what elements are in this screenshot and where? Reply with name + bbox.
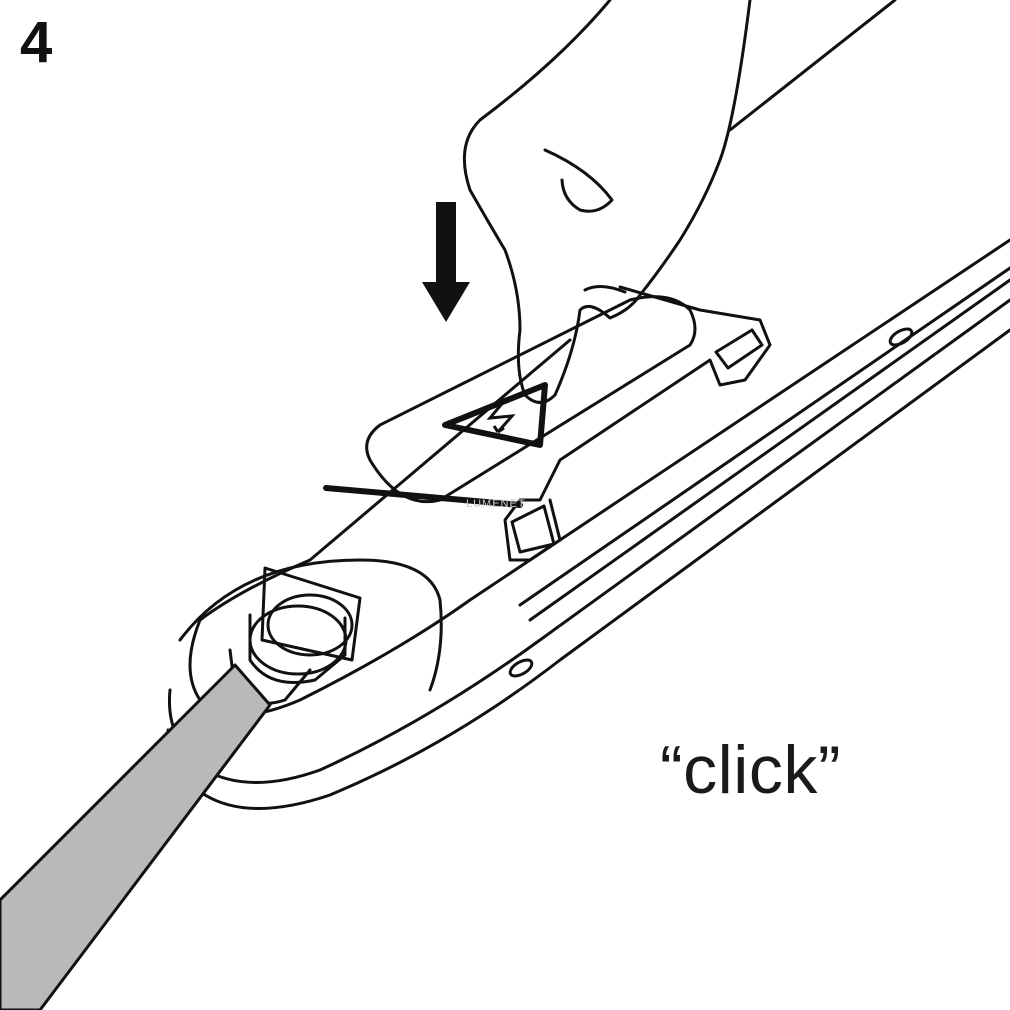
hand	[462, 0, 752, 404]
electric-shock-warning-icon	[442, 382, 548, 448]
step-number: 4	[20, 10, 53, 75]
power-cable	[0, 663, 272, 1010]
click-sound-label: “click”	[660, 732, 842, 808]
watermark-text: LUMENET	[466, 498, 526, 510]
cover-plate[interactable]	[365, 285, 772, 562]
cover-seam-bar	[323, 485, 523, 508]
down-arrow-icon	[422, 202, 470, 322]
